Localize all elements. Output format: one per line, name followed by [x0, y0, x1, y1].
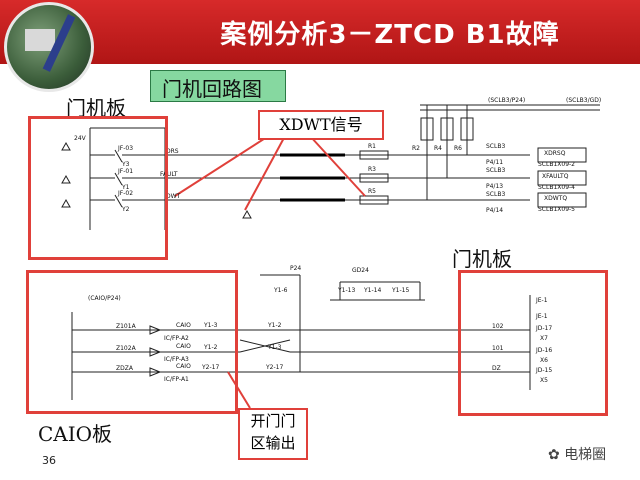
conn-x09-5: SCLB1X09-5: [538, 206, 575, 213]
pin-jd17: JD-17: [535, 325, 552, 332]
relay-y3: Y3: [121, 161, 130, 168]
y-1-6: Y1-6: [273, 287, 288, 294]
watermark: ✿ 电梯圈: [548, 444, 606, 464]
signal-dwt: DWT: [166, 193, 181, 200]
relay-jf03: JF-03: [117, 145, 133, 152]
caio-in-z101a: Z101A: [116, 323, 137, 330]
res-r1: R1: [368, 143, 376, 150]
caio-ref-2: IC/FP-A2: [164, 335, 189, 342]
caio-board-frame: [26, 270, 238, 414]
relay-jf01: JF-01: [117, 168, 133, 175]
caio-ref-6: IC/FP-A1: [164, 376, 189, 383]
wechat-icon: ✿: [548, 447, 565, 463]
page-number: 36: [42, 454, 56, 467]
door-board-left-frame: [28, 116, 168, 260]
y-1-3: Y1-3: [267, 344, 282, 351]
label-gd24: GD24: [352, 267, 369, 274]
open-door-output-line1: 开门门: [250, 412, 296, 430]
y-1-14: Y1-14: [363, 287, 381, 294]
pin-jd16: JD-16: [535, 347, 552, 354]
caio-header: (CAIO/P24): [88, 295, 121, 302]
caio-ref-4: IC/FP-A3: [164, 356, 189, 363]
slide-title: 案例分析3－ZTCD B1故障: [220, 20, 560, 50]
conn-xdwtq: XDWTQ: [544, 195, 567, 202]
sclb-3: SCLB3: [486, 167, 505, 174]
sclb-5: SCLB3: [486, 191, 505, 198]
res-r5: R5: [368, 188, 376, 195]
y-1-2: Y1-2: [267, 322, 282, 329]
res-r6: R6: [454, 145, 462, 152]
y-1-15: Y1-15: [391, 287, 409, 294]
circuit-board-photo: [4, 2, 94, 92]
pin-je1a: JE-1: [535, 297, 548, 304]
conn-x09-2: SCLB1X09-2: [538, 161, 575, 168]
res-r3: R3: [368, 166, 376, 173]
door-circuit-label: 门机回路图: [162, 77, 262, 101]
relay-jf02: JF-02: [117, 190, 133, 197]
watermark-text: 电梯圈: [564, 447, 607, 463]
wire-101: 101: [492, 345, 504, 352]
caio-y-2: Y1-2: [203, 344, 218, 351]
door-board-right-frame: [458, 270, 608, 416]
pin-x6: X6: [540, 357, 548, 364]
caio-ref-1: CAIO: [176, 322, 191, 329]
voltage-24v: 24V: [74, 135, 87, 142]
chip-shape: [25, 29, 55, 51]
terminal-gd: (SCLB3/GD): [566, 97, 601, 104]
wire-102: 102: [492, 323, 504, 330]
conn-xdrsq: XDRSQ: [544, 150, 566, 157]
conn-x09-4: SCLB1X09-4: [538, 184, 575, 191]
pin-x5: X5: [540, 377, 548, 384]
door-board-right-label: 门机板: [452, 247, 512, 271]
terminal-p24: (SCLB3/P24): [488, 97, 525, 104]
signal-drs: DRS: [166, 148, 179, 155]
open-door-output-line2: 区输出: [250, 434, 296, 452]
door-circuit-label-box: [150, 70, 286, 102]
res-r4: R4: [434, 145, 442, 152]
open-door-output-callout: 开门门 区输出: [238, 408, 308, 460]
pin-x7: X7: [540, 335, 548, 342]
sclb-6: P4/14: [486, 207, 503, 214]
y-2-17: Y2-17: [265, 364, 283, 371]
caio-y-3: Y2-17: [201, 364, 219, 371]
y-1-13: Y1-13: [337, 287, 355, 294]
relay-y1: Y1: [121, 184, 130, 191]
caio-ref-3: CAIO: [176, 343, 191, 350]
caio-ref-5: CAIO: [176, 363, 191, 370]
caio-y-1: Y1-3: [203, 322, 218, 329]
title-banner: [0, 0, 640, 64]
xdwt-callout: XDWT信号: [258, 110, 384, 140]
sclb-2: P4/11: [486, 159, 503, 166]
signal-fault: FAULT: [160, 171, 178, 178]
label-p24: P24: [290, 265, 301, 272]
res-r2: R2: [412, 145, 420, 152]
caio-in-z102a: Z102A: [116, 345, 137, 352]
sclb-1: SCLB3: [486, 143, 505, 150]
sclb-4: P4/13: [486, 183, 503, 190]
relay-y2: Y2: [121, 206, 130, 213]
wire-dz: DZ: [492, 365, 501, 372]
caio-in-zdza: ZDZA: [116, 365, 134, 372]
caio-board-label: CAIO板: [38, 422, 113, 446]
pin-je1b: JE-1: [535, 313, 548, 320]
pin-jd15: JD-15: [535, 367, 552, 374]
conn-xfaultq: XFAULTQ: [542, 173, 569, 180]
